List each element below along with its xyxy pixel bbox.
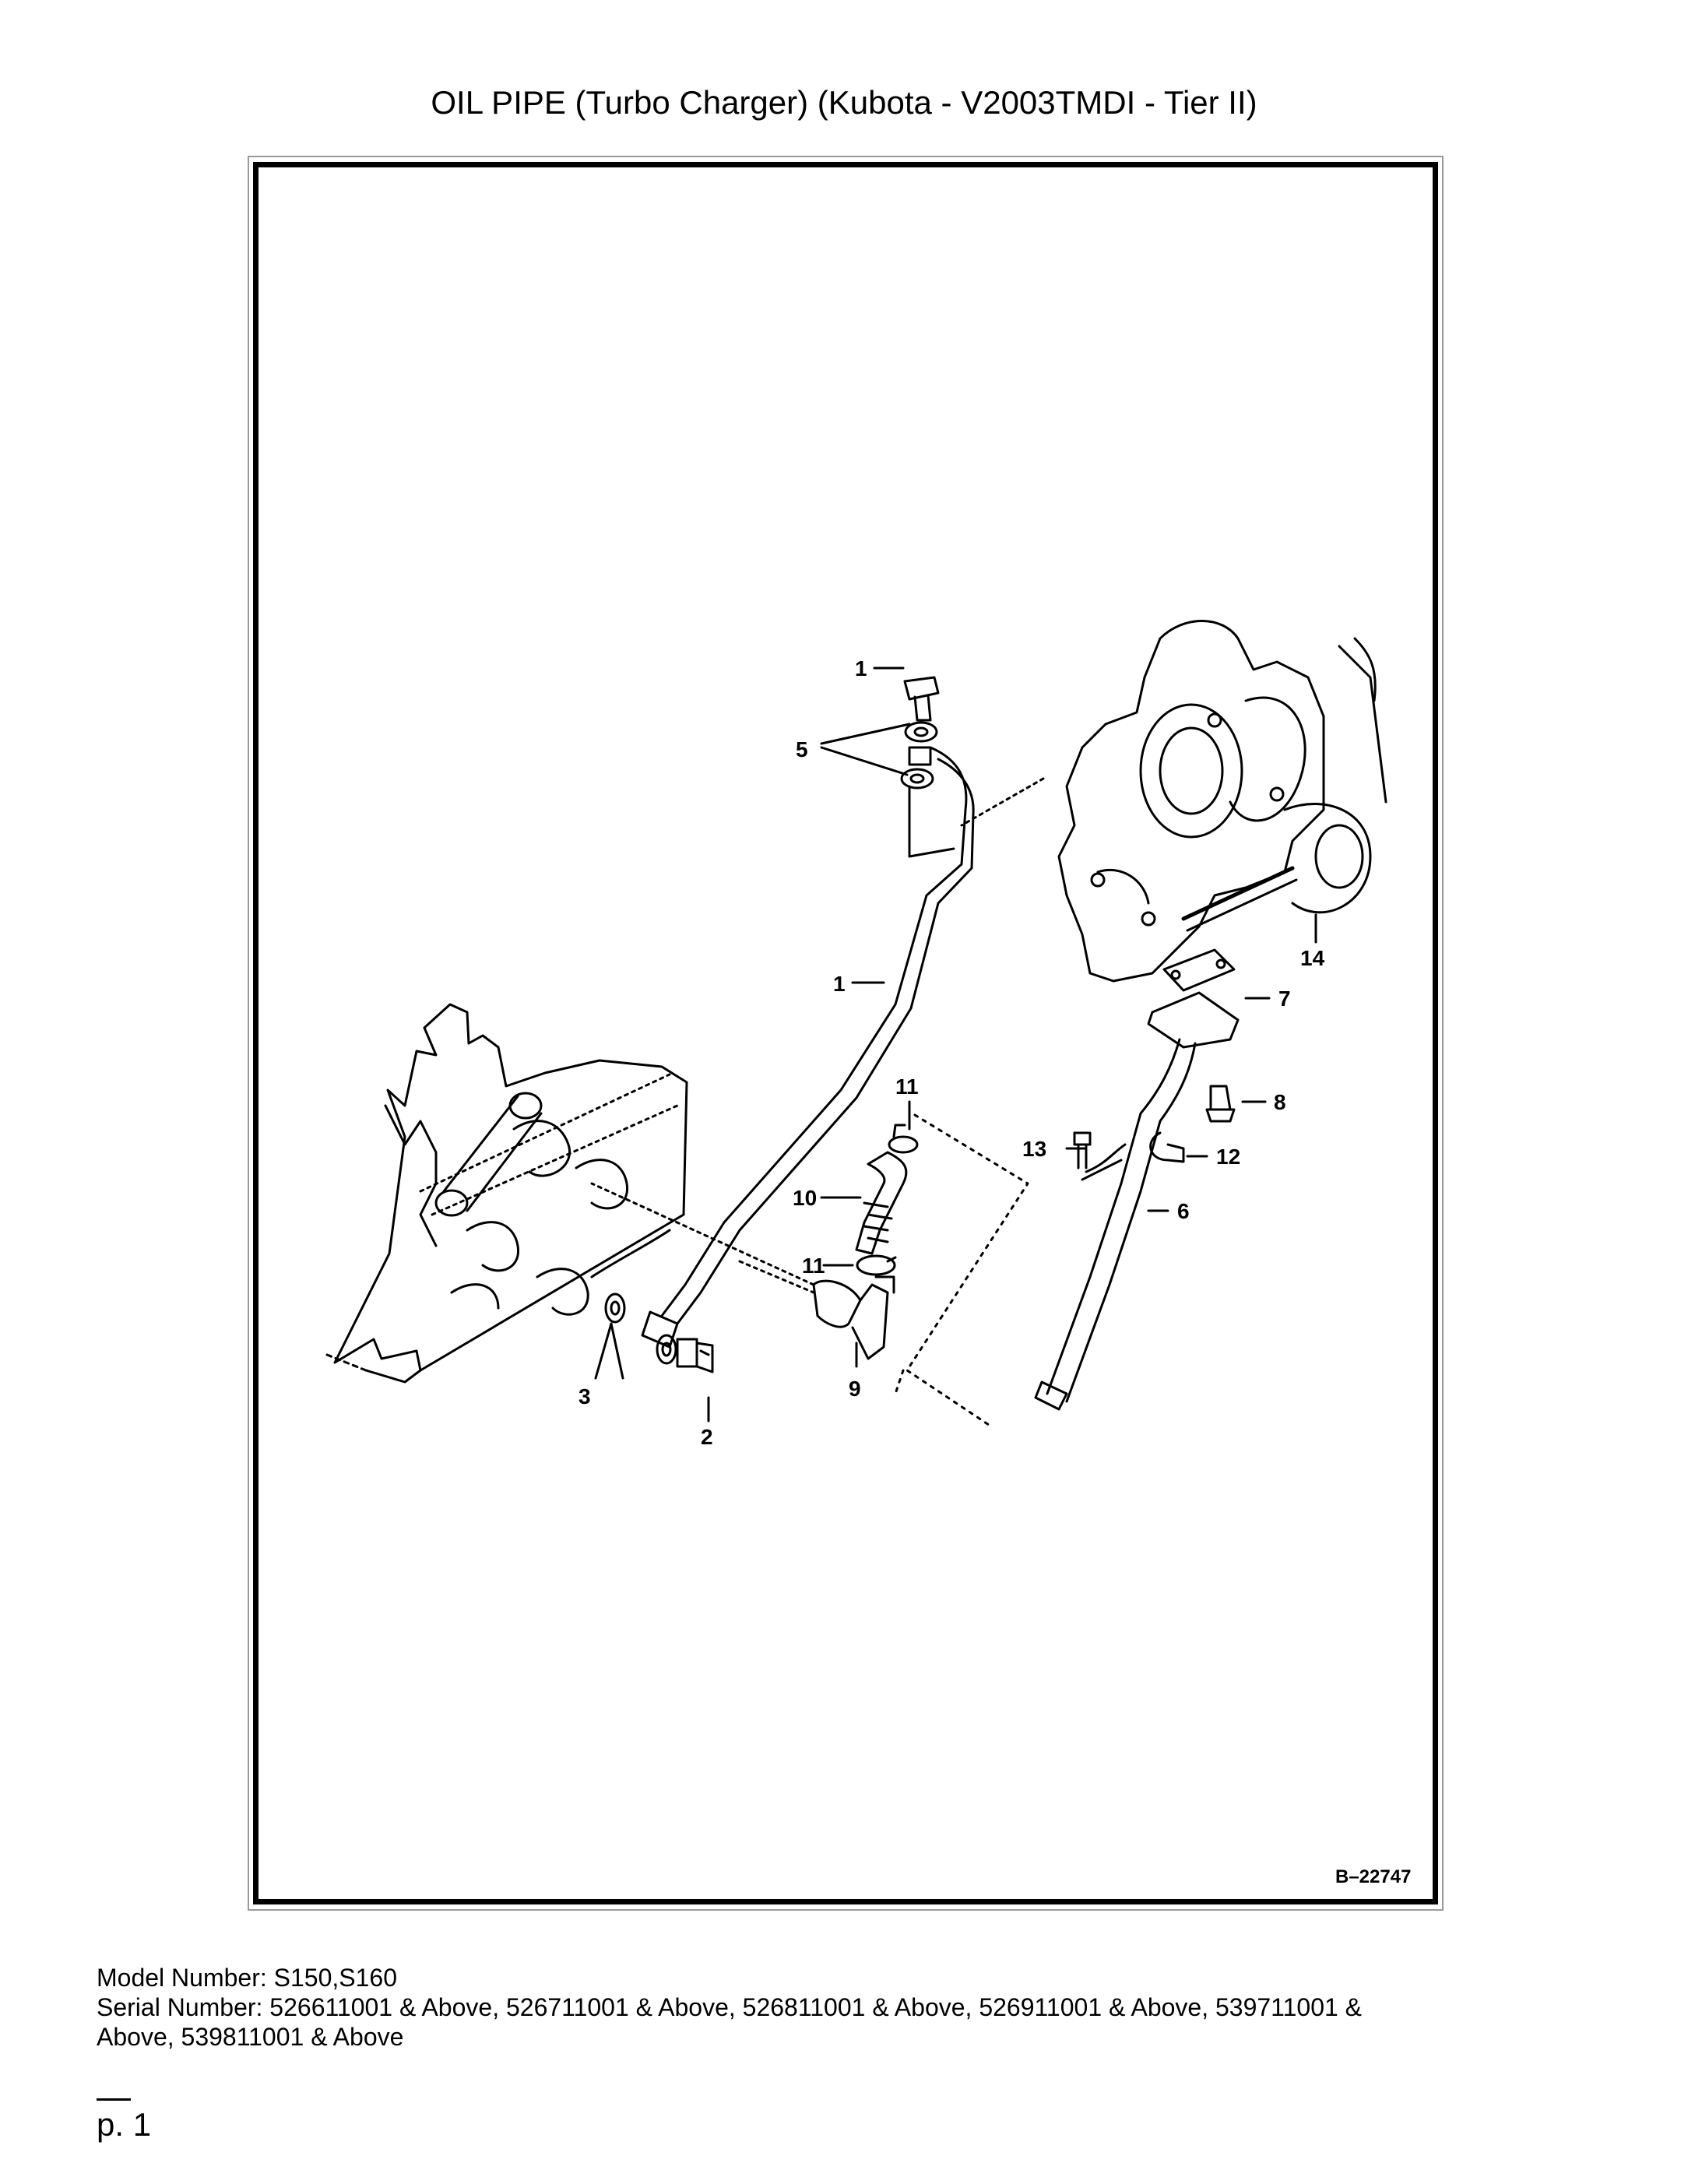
callout-12: 12 bbox=[1216, 1145, 1240, 1169]
gasket bbox=[1162, 948, 1236, 992]
hose-10 bbox=[855, 1151, 908, 1255]
callout-3: 3 bbox=[578, 1384, 591, 1409]
footer-info: Model Number: S150,S160 Serial Number: 5… bbox=[97, 1963, 1607, 2052]
callout-1: 1 bbox=[833, 972, 846, 996]
callout-7: 7 bbox=[1278, 986, 1291, 1011]
page-title: OIL PIPE (Turbo Charger) (Kubota - V2003… bbox=[431, 84, 1257, 121]
figure-id: B–22747 bbox=[1335, 1866, 1412, 1887]
callout-13: 13 bbox=[1022, 1137, 1046, 1161]
callout-14: 14 bbox=[1300, 946, 1325, 970]
turbocharger bbox=[960, 620, 1387, 983]
callout-11-lower: 11 bbox=[802, 1254, 825, 1278]
bolt-8 bbox=[1205, 1085, 1236, 1123]
callout-6: 6 bbox=[1177, 1199, 1190, 1223]
callout-10: 10 bbox=[793, 1186, 817, 1210]
diagram-frame bbox=[253, 162, 1438, 1904]
callout-11-upper: 11 bbox=[895, 1074, 919, 1099]
banjo-bolt-lower bbox=[604, 1292, 714, 1373]
model-number: Model Number: S150,S160 bbox=[97, 1964, 397, 1992]
callout-8: 8 bbox=[1274, 1090, 1286, 1114]
engine-block bbox=[325, 1003, 688, 1384]
callout-4: 1 bbox=[855, 656, 867, 681]
serial-number-line2: Above, 539811001 & Above bbox=[97, 2023, 404, 2051]
return-pipe bbox=[1034, 991, 1240, 1411]
clamp-12 bbox=[1149, 1131, 1185, 1163]
callout-2: 2 bbox=[701, 1425, 713, 1449]
clip-13 bbox=[1073, 1131, 1127, 1181]
banjo-bolt-upper bbox=[900, 676, 940, 790]
page-divider bbox=[97, 2098, 131, 2101]
clamp-11-upper bbox=[888, 1124, 919, 1154]
leader-lines bbox=[594, 666, 1317, 1423]
callout-5: 5 bbox=[796, 737, 808, 761]
fitting-9 bbox=[590, 1182, 895, 1360]
oil-feed-pipe bbox=[641, 746, 975, 1349]
clamp-11-lower bbox=[856, 1254, 897, 1276]
page-number: p. 1 bbox=[97, 2106, 152, 2143]
diagram-frame-outer bbox=[248, 156, 1444, 1911]
serial-number-line1: Serial Number: 526611001 & Above, 526711… bbox=[97, 1993, 1363, 2021]
callout-9: 9 bbox=[849, 1377, 861, 1401]
